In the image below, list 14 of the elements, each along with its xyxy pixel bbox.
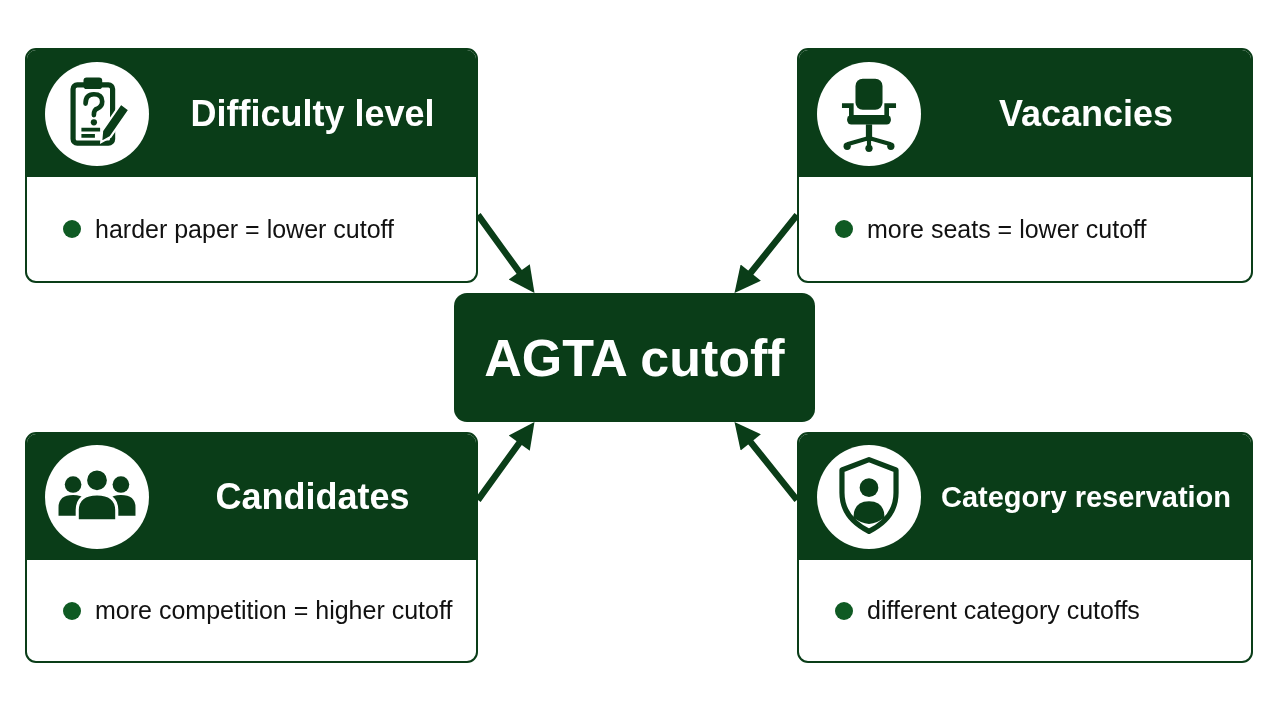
card-title: Vacancies	[997, 92, 1175, 135]
factor-card	[25, 432, 478, 663]
bullet-text: more seats = lower cutoff	[867, 214, 1147, 244]
hub-title: AGTA cutoff	[484, 327, 785, 388]
factor-card	[25, 48, 478, 283]
hub-box	[454, 293, 815, 422]
factor-card	[797, 432, 1253, 663]
bullet-text: more competition = higher cutoff	[95, 596, 453, 625]
bullet-text: harder paper = lower cutoff	[95, 214, 395, 244]
card-title: Difficulty level	[189, 92, 436, 135]
bullet-text: different category cutoffs	[867, 596, 1140, 625]
factor-card	[797, 48, 1253, 283]
card-title: Category reservation	[939, 480, 1233, 514]
card-title: Candidates	[214, 476, 411, 518]
